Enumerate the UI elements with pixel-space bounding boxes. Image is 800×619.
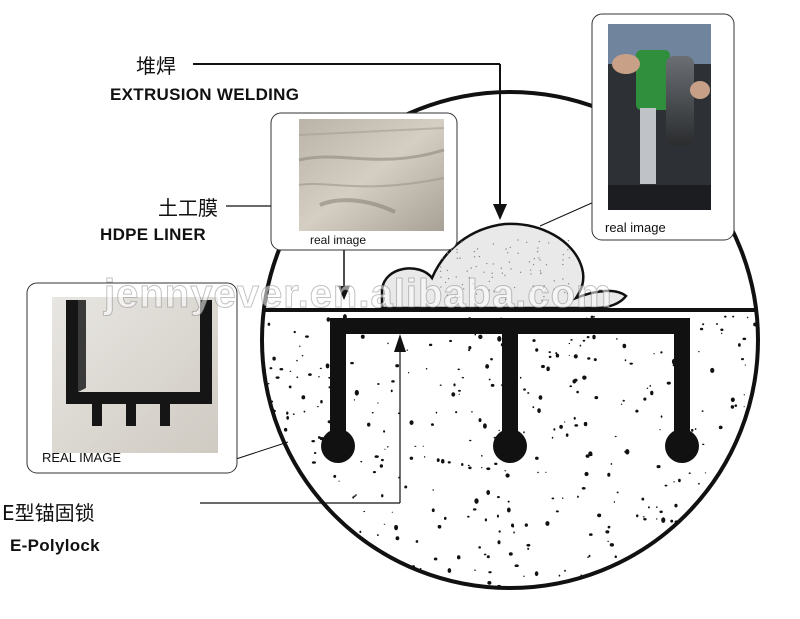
extrusion-label-en: EXTRUSION WELDING	[110, 85, 300, 104]
welder-photo-caption: real image	[605, 220, 666, 235]
welder-photo	[608, 24, 711, 210]
polylock-label-cn: E型锚固锁	[2, 501, 95, 525]
liner-photo	[298, 119, 445, 231]
welder-photo-callout	[539, 201, 595, 227]
liner-label-cn: 土工膜	[158, 196, 218, 220]
extrusion-arrow-icon	[493, 204, 507, 220]
profile-photo-caption: REAL IMAGE	[42, 450, 121, 465]
liner-photo-caption: real image	[310, 233, 367, 247]
detail-circle	[260, 90, 760, 590]
liner-arrow-icon	[338, 286, 350, 300]
polylock-label-en: E-Polylock	[10, 536, 100, 555]
profile-photo-callout	[232, 441, 289, 461]
weld-texture	[439, 239, 571, 302]
extrusion-leader	[193, 63, 501, 212]
extrusion-weld-bead	[380, 222, 628, 310]
extrusion-label-cn: 堆焊	[136, 54, 176, 78]
polylock-arrow-icon	[394, 334, 406, 352]
profile-photo	[52, 297, 218, 453]
liner-label-en: HDPE LINER	[100, 225, 206, 244]
watermark-text: jennyever.en.alibaba.com	[104, 272, 613, 317]
e-polylock-profile	[321, 318, 699, 463]
